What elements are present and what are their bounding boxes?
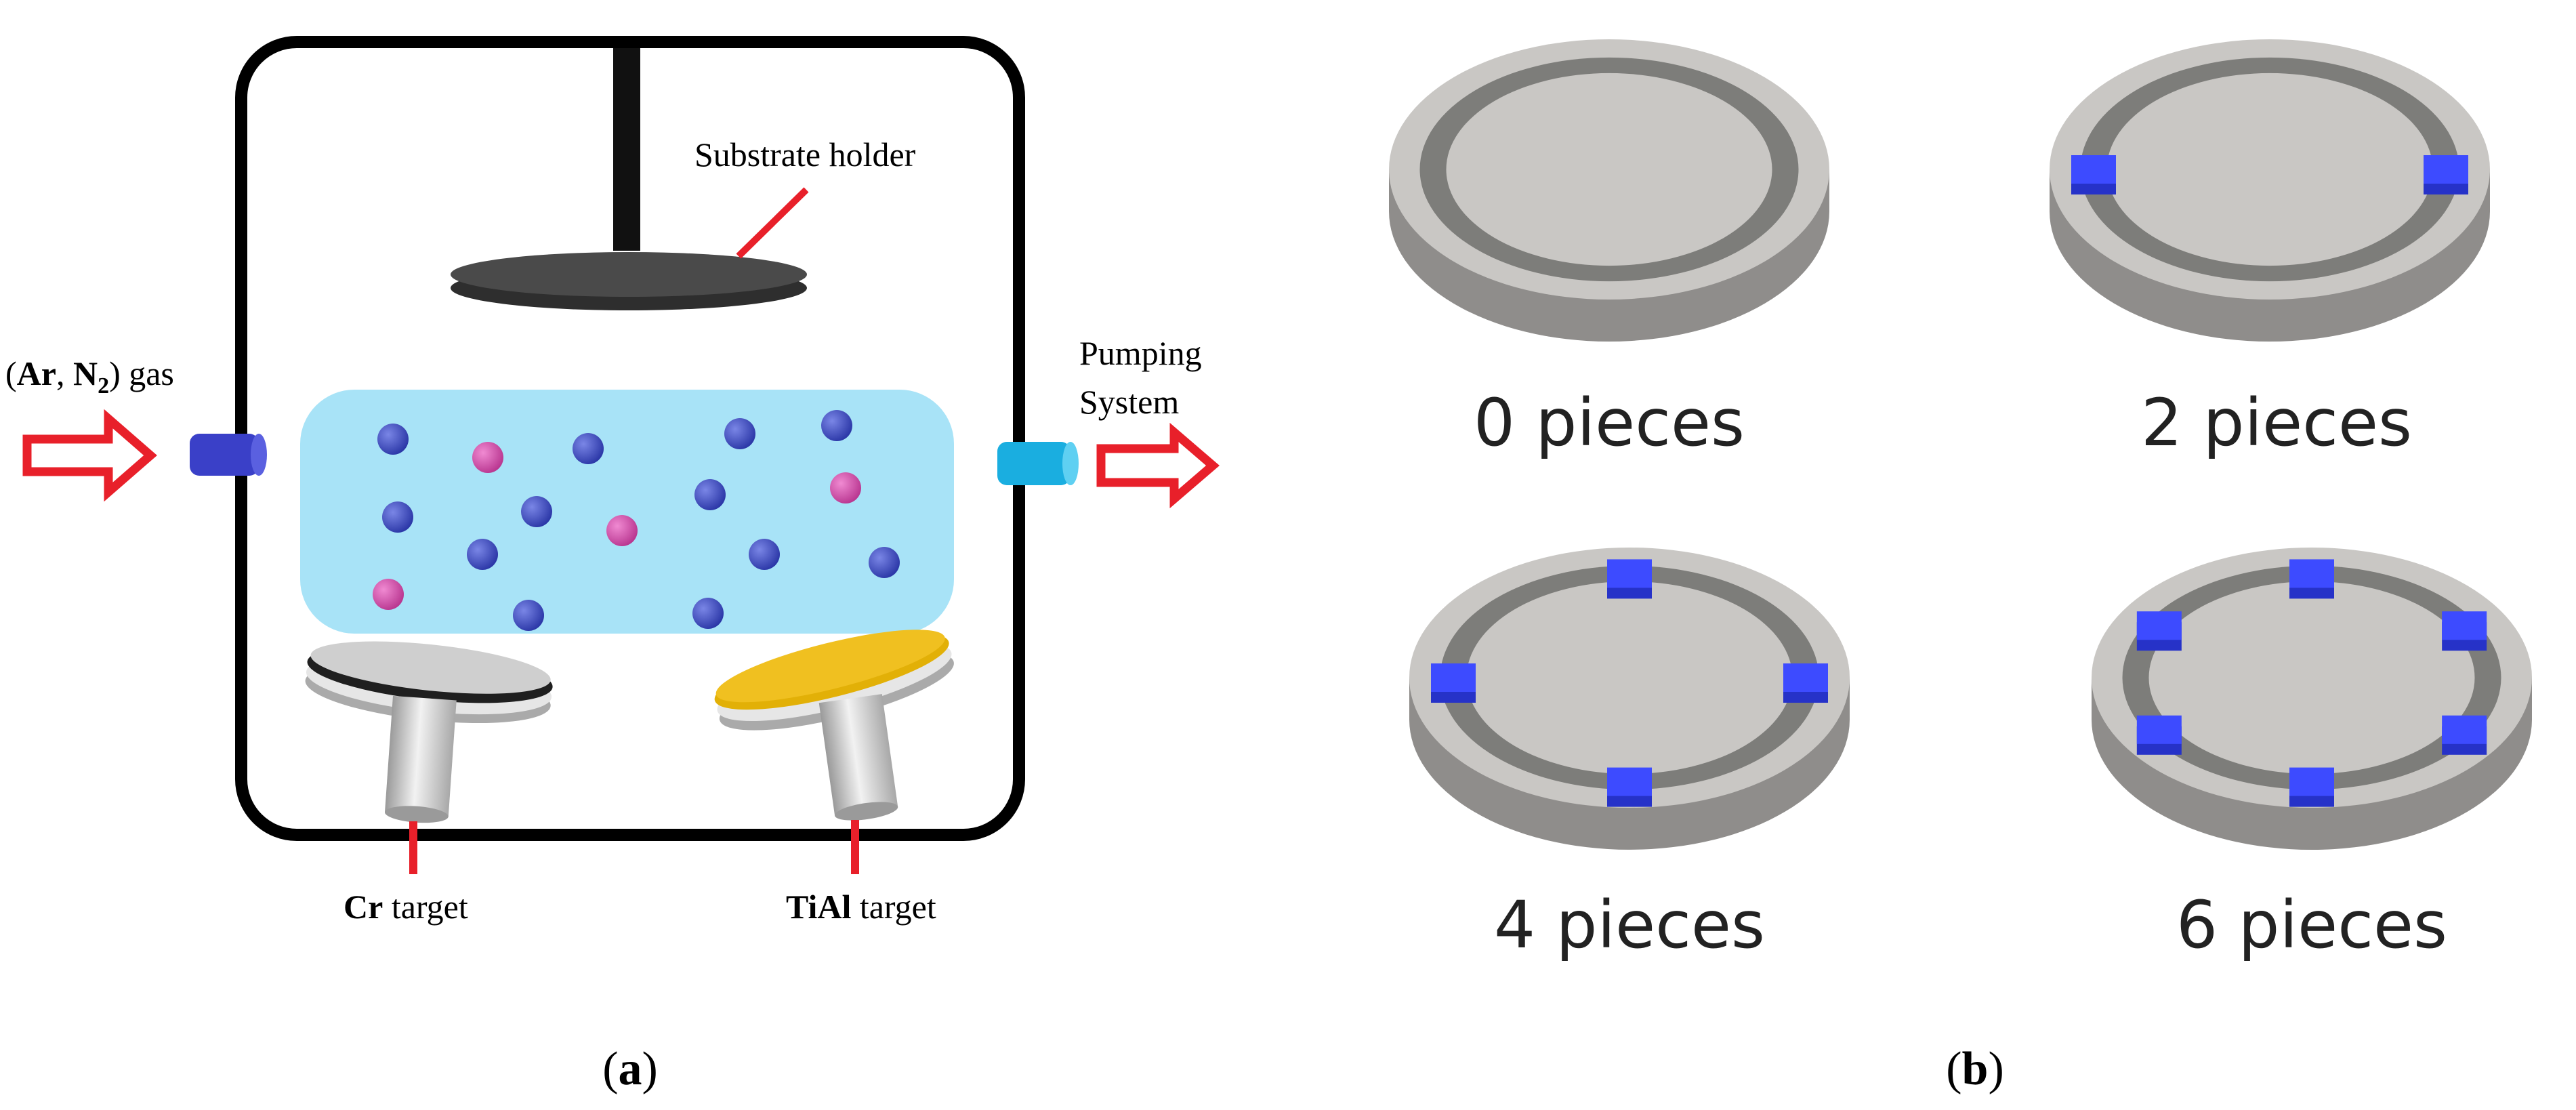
particle-blue [749,539,780,570]
panel-a-caption: (a) [602,1043,658,1095]
particle-blue [869,547,900,578]
target-piece [1607,559,1652,599]
tial-target [714,630,954,731]
disc-label-6: 6 pieces [2176,887,2447,963]
disc-center [2106,73,2433,266]
target-piece [2289,559,2334,599]
particle-blue [377,424,409,455]
target-piece [2289,767,2334,807]
disc-6-pieces [2092,548,2532,850]
particle-blue [821,410,852,441]
tial-target-label: TiAl target [786,888,936,926]
particle-blue [521,496,552,527]
target-piece [2136,611,2182,651]
disc-2-pieces [2050,39,2490,342]
particle-blue [692,598,724,629]
disc-center [2148,581,2475,775]
disc-grid [1389,39,2532,850]
tial-target-cathode [818,694,898,821]
substrate-holder-label: Substrate holder [694,136,916,173]
target-piece [1607,767,1652,807]
particle-blue [694,479,726,510]
target-piece [1783,663,1828,703]
disc-label-2: 2 pieces [2141,385,2412,461]
disc-0-pieces [1389,39,1829,342]
target-piece [2136,715,2182,755]
particle-pink [830,472,861,503]
pumping-system-label-line1: Pumping [1079,334,1202,372]
plasma-region [300,390,954,634]
target-piece [2424,155,2468,194]
particle-blue [382,501,413,533]
pumping-system-label-line2: System [1079,383,1179,421]
target-piece [1431,663,1476,703]
cr-target-cathode [384,695,457,823]
disc-label-4: 4 pieces [1494,887,1765,963]
particle-pink [472,442,503,473]
disc-4-pieces [1409,548,1850,850]
disc-center [1466,581,1793,775]
gas-inlet-arrow [22,409,157,502]
cr-target-label: Cr target [344,888,468,926]
particle-pink [606,515,638,546]
target-piece [2071,155,2116,194]
panel-a-chamber-schematic: Substrate holder [5,36,1220,1095]
particle-pink [373,579,404,610]
target-piece [2442,611,2487,651]
substrate-holder-rod [613,39,640,251]
disc-center [1446,73,1772,266]
plasma-particles [373,410,900,631]
substrate-holder [451,252,807,310]
gas-inlet-port [190,434,267,476]
substrate-holder-leader-line [736,187,809,259]
particle-blue [573,433,604,464]
gas-inlet-label: (Ar, N2) gas [5,354,174,398]
particle-blue [724,418,755,449]
particle-blue [513,600,544,631]
cr-target [305,641,553,724]
disc-label-0: 0 pieces [1474,385,1745,461]
pumping-outlet-arrow [1096,422,1220,509]
panel-b-target-piece-configurations: 0 pieces 2 pieces 4 pieces 6 pieces (b) [1389,39,2532,1095]
target-piece [2442,715,2487,755]
pumping-outlet-port [997,442,1079,485]
particle-blue [467,539,498,570]
panel-b-caption: (b) [1946,1043,2004,1095]
